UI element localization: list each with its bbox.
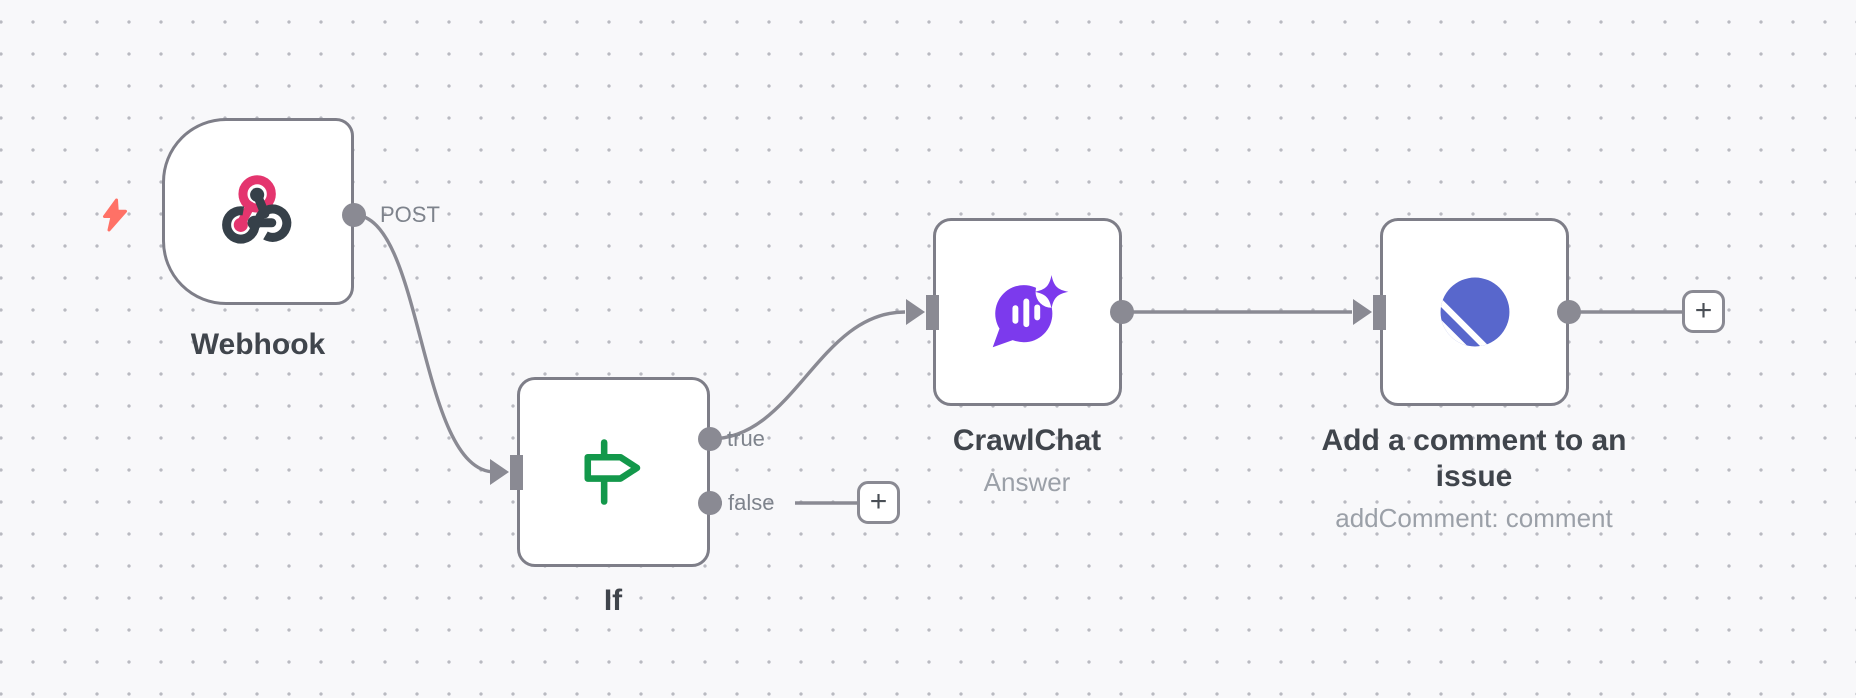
crawlchat-title: CrawlChat xyxy=(952,424,1102,457)
crawlchat-subtitle: Answer xyxy=(983,467,1071,497)
linear-subtitle: addComment: comment xyxy=(1335,503,1613,533)
webhook-output-label: POST xyxy=(380,202,440,227)
webhook-title: Webhook xyxy=(190,328,326,361)
edge-if-true-to-crawlchat[interactable] xyxy=(709,310,906,441)
if-true-label: true xyxy=(727,426,765,451)
linear-title: Add a comment to an issue xyxy=(1321,424,1627,493)
node-if[interactable] xyxy=(517,377,710,567)
webhook-output-port[interactable] xyxy=(342,203,366,227)
linear-output-port[interactable] xyxy=(1557,300,1581,324)
if-label: If xyxy=(463,583,763,619)
webhook-label: Webhook xyxy=(108,327,408,363)
add-node-button-end[interactable]: + xyxy=(1682,290,1725,333)
crawlchat-label: CrawlChat Answer xyxy=(877,423,1177,498)
node-crawlchat[interactable] xyxy=(933,218,1122,406)
linear-label: Add a comment to an issue addComment: co… xyxy=(1304,423,1644,534)
webhook-icon xyxy=(222,174,292,244)
linear-icon xyxy=(1440,277,1509,347)
trigger-bolt-icon xyxy=(103,198,127,232)
if-false-output-port[interactable] xyxy=(698,491,722,515)
if-false-label: false xyxy=(728,490,775,515)
if-title: If xyxy=(603,584,623,617)
if-true-output-port[interactable] xyxy=(698,427,722,451)
node-webhook[interactable] xyxy=(162,118,354,305)
crawlchat-output-port[interactable] xyxy=(1110,300,1134,324)
edge-webhook-to-if[interactable] xyxy=(353,213,496,474)
node-linear-add-comment[interactable] xyxy=(1380,218,1569,406)
crawlchat-icon xyxy=(992,275,1068,348)
add-node-button-false-branch[interactable]: + xyxy=(857,481,900,524)
signpost-icon xyxy=(583,439,640,505)
